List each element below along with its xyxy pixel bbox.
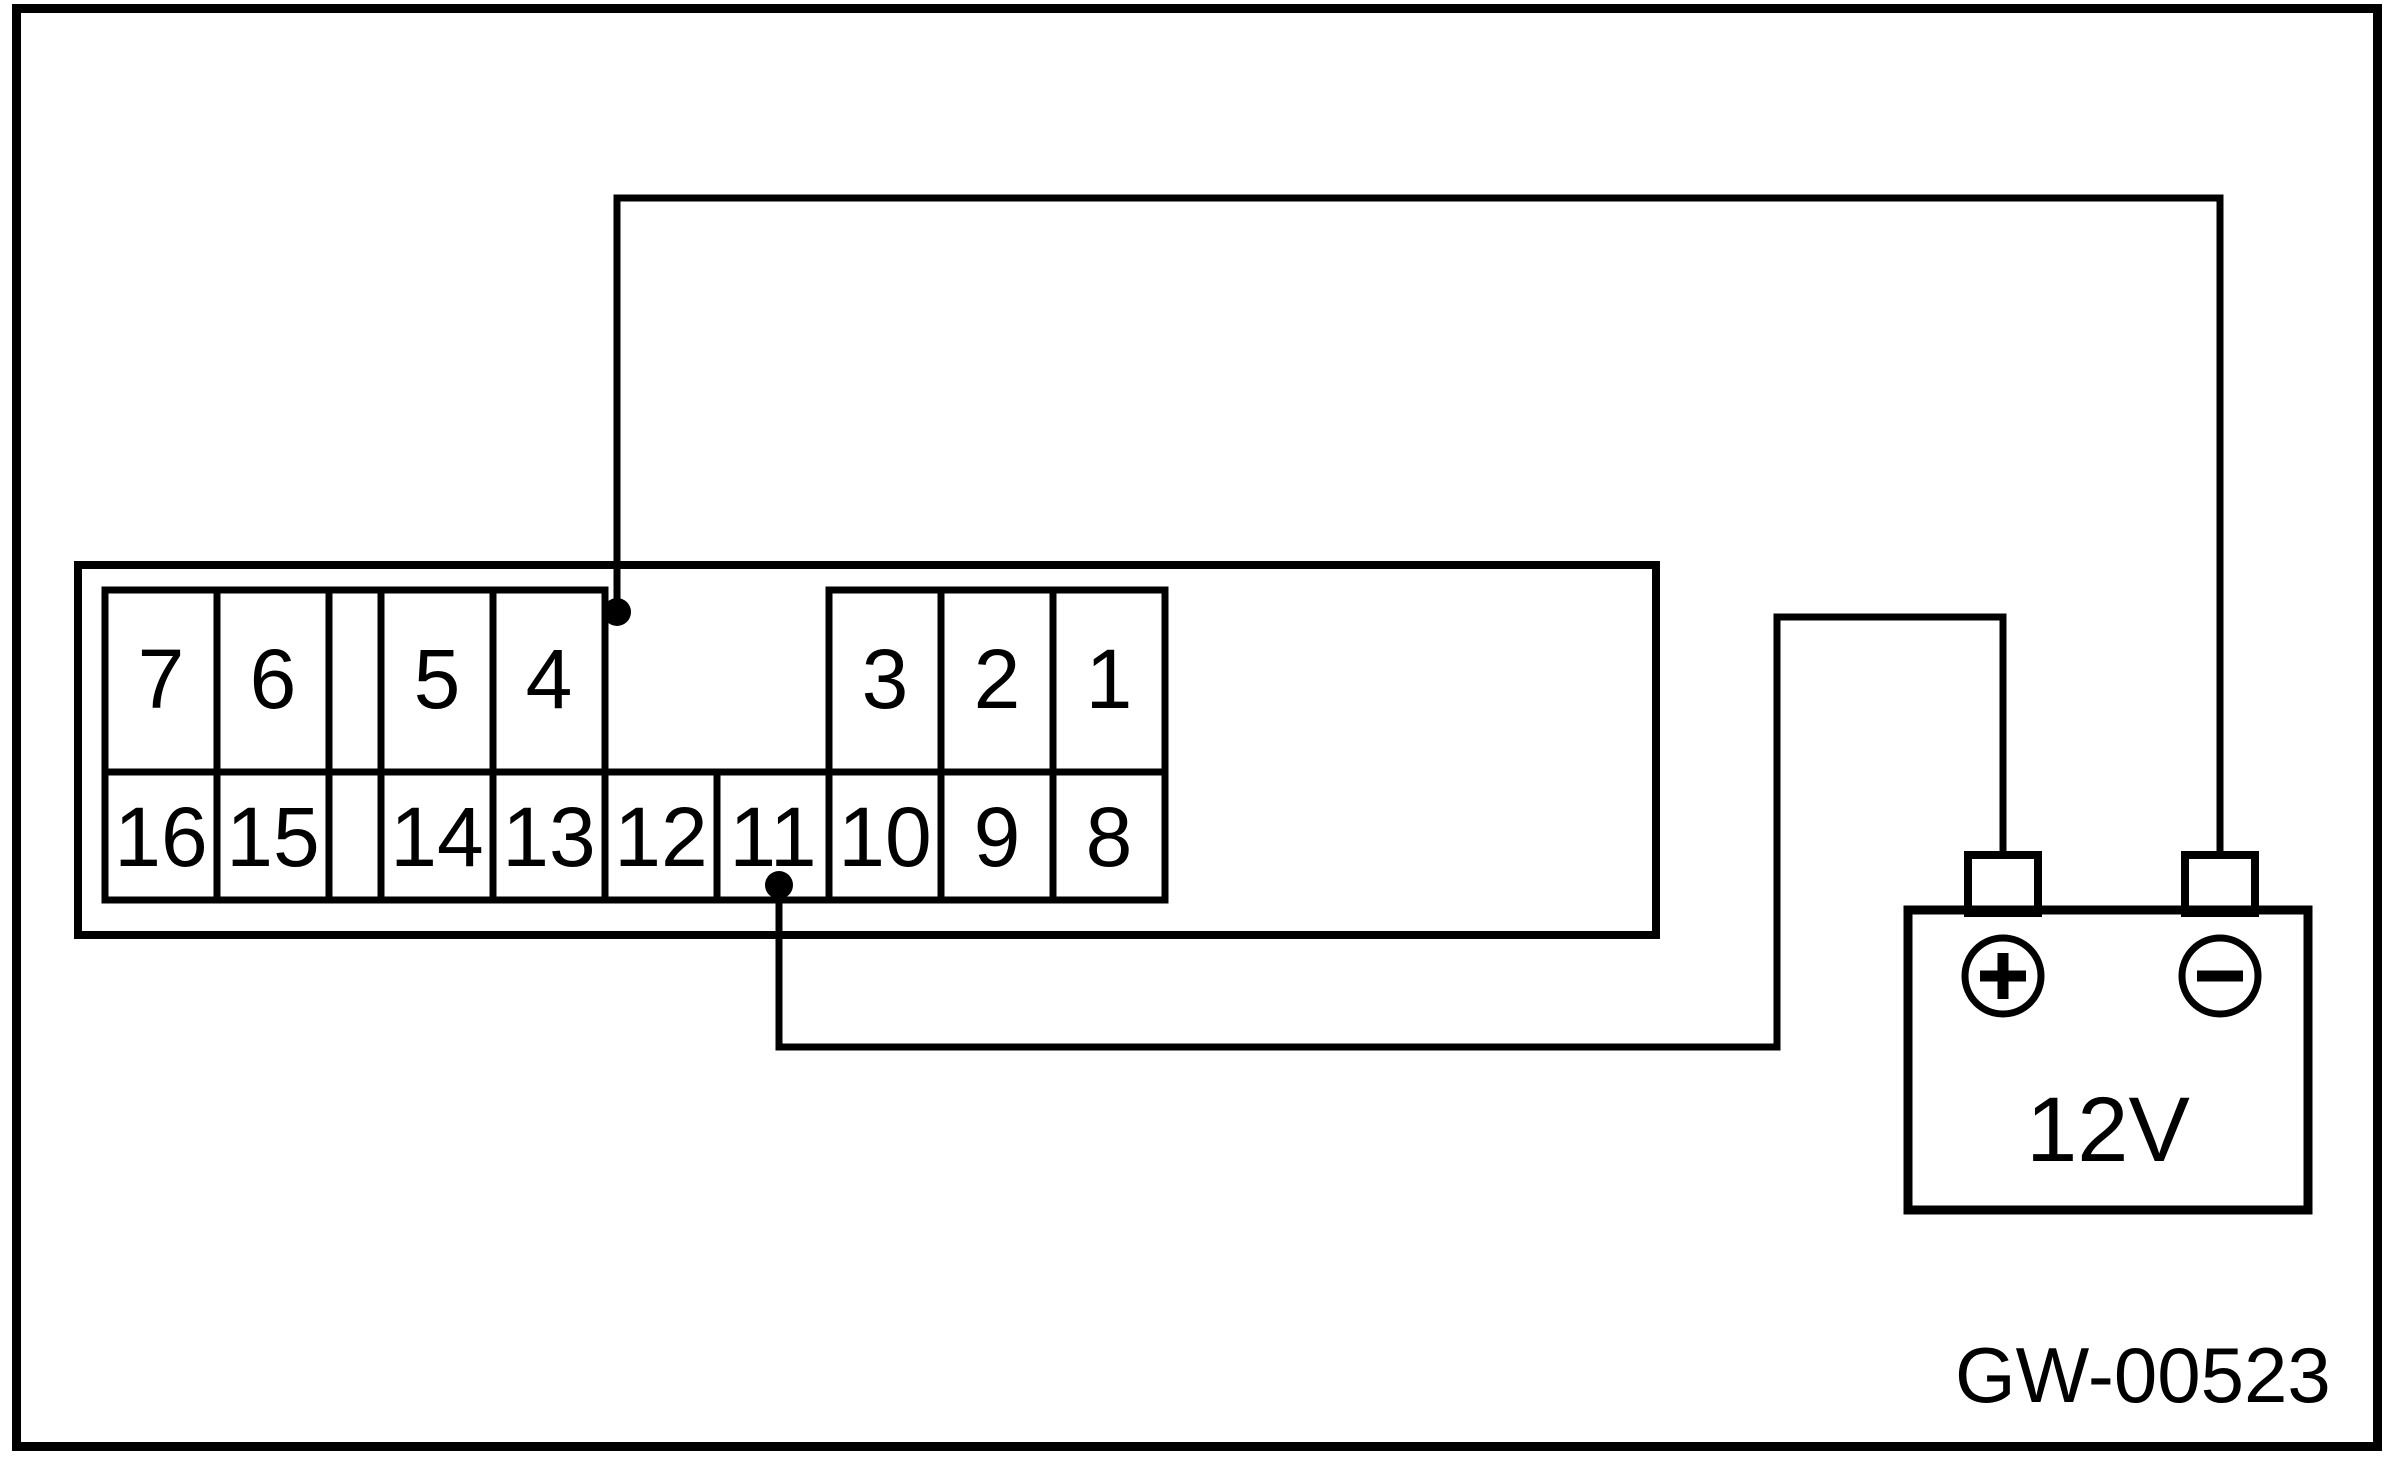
bottom-row-outline — [101, 768, 1169, 904]
figure-code-label: GW-00523 — [1955, 1331, 2331, 1419]
pin-number-16: 16 — [114, 790, 208, 884]
wire-group — [613, 194, 2224, 1051]
pin-number-2: 2 — [973, 632, 1021, 726]
pin-number-4: 4 — [525, 632, 573, 726]
battery-symbol — [1903, 851, 2313, 1215]
junction-dot-pin5 — [603, 598, 631, 626]
pin-number-13: 13 — [502, 790, 596, 884]
pin-number-11: 11 — [729, 790, 817, 884]
pin-number-12: 12 — [614, 790, 708, 884]
pin-number-3: 3 — [861, 632, 909, 726]
connector-outer-shell — [74, 561, 1660, 939]
page-border-frame — [12, 4, 2382, 1451]
pin-number-14: 14 — [390, 790, 484, 884]
battery-positive-circle — [1961, 934, 2045, 1018]
connector-pin-grid — [101, 586, 1169, 904]
junction-dot-group — [603, 598, 793, 899]
top-row-left-outline — [101, 586, 609, 776]
pin-number-7: 7 — [137, 632, 185, 726]
pin-number-5: 5 — [413, 632, 461, 726]
pin-number-1: 1 — [1085, 632, 1133, 726]
pin-number-10: 10 — [838, 790, 932, 884]
top-row-right-outline — [825, 586, 1169, 776]
pin-number-9: 9 — [973, 790, 1021, 884]
pin-number-15: 15 — [226, 790, 320, 884]
pin-number-6: 6 — [249, 632, 297, 726]
junction-dot-pin13 — [765, 871, 793, 899]
battery-negative-post — [2181, 851, 2259, 917]
battery-body — [1903, 905, 2313, 1215]
pin-number-8: 8 — [1085, 790, 1133, 884]
battery-negative-circle — [2178, 934, 2262, 1018]
wire-pin5-to-battery-negative — [613, 194, 2224, 855]
battery-voltage-label: 12V — [2026, 1079, 2190, 1181]
wire-pin13-to-battery-positive — [775, 613, 2007, 1051]
battery-positive-post — [1964, 851, 2042, 917]
